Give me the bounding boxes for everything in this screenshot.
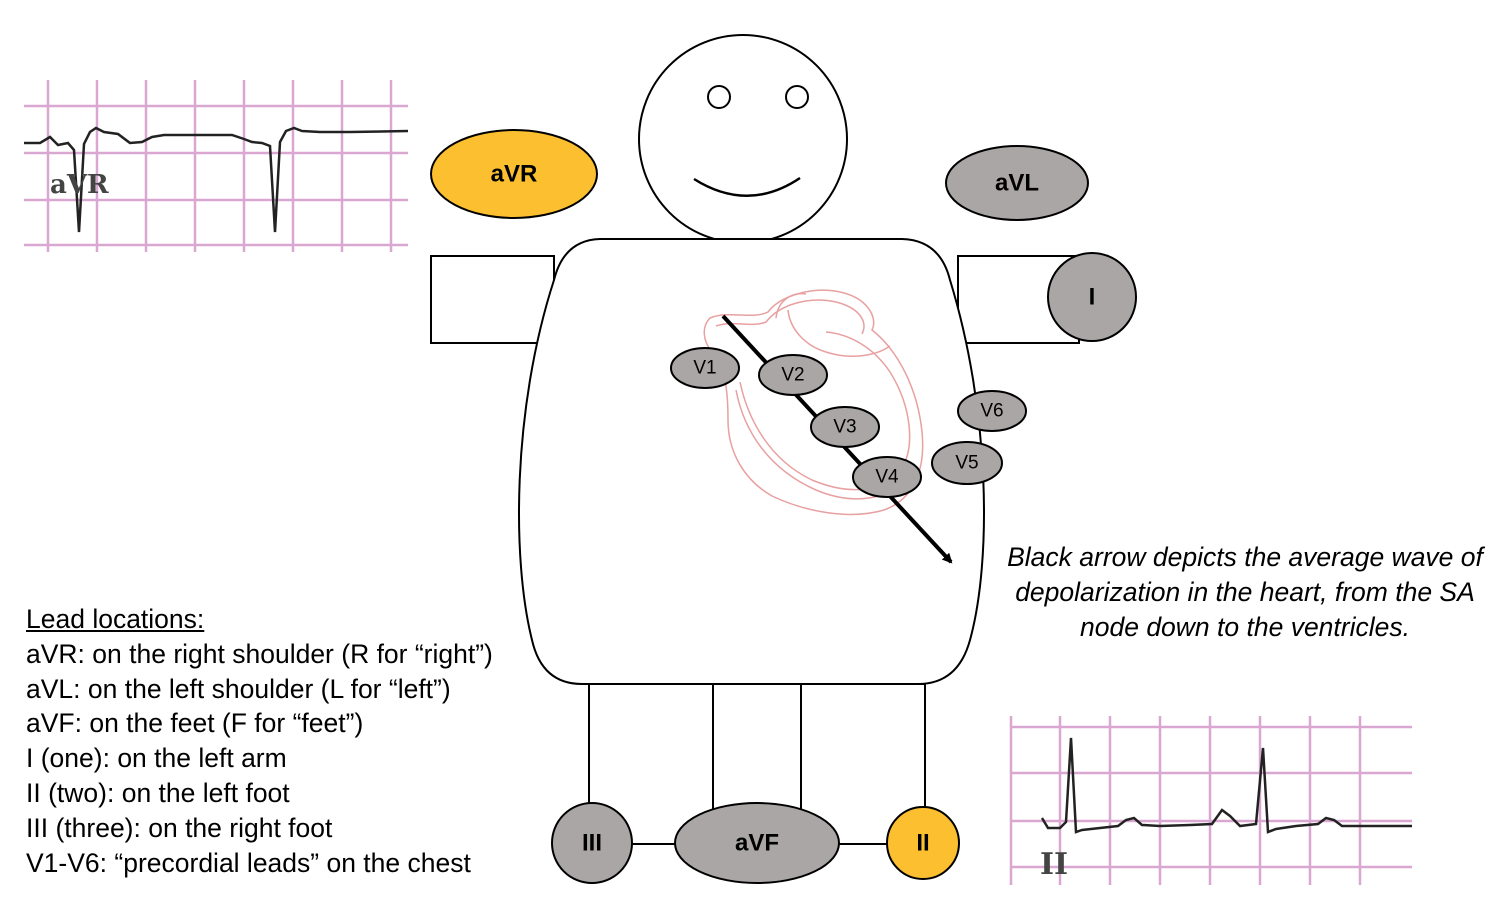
right-eye-icon <box>785 85 809 109</box>
legend-item: aVL: on the left shoulder (L for “left”) <box>26 673 451 704</box>
ecg-strip-ii: II <box>1009 716 1412 885</box>
ecg-trace-avr <box>24 126 409 233</box>
legend-item: III (three): on the right foot <box>26 812 333 843</box>
torso <box>518 238 985 685</box>
lead-i-label: I <box>1089 284 1096 311</box>
ecg-grid-ii <box>1009 716 1412 885</box>
lead-avr: aVR <box>430 129 598 219</box>
lead-v3-label: V3 <box>833 417 856 438</box>
lead-avf: aVF <box>674 802 840 884</box>
legend-item: aVR: on the right shoulder (R for “right… <box>26 638 493 669</box>
ecg-label-avr: aVR <box>50 170 109 200</box>
lead-v6-label: V6 <box>980 401 1003 422</box>
legend-item: II (two): on the left foot <box>26 777 290 808</box>
lead-v1-label: V1 <box>693 358 716 379</box>
lead-avf-label: aVF <box>735 830 779 857</box>
lead-ii: II <box>886 806 960 880</box>
lead-iii: III <box>551 802 633 884</box>
legend-item: I (one): on the left arm <box>26 743 287 774</box>
right-arm <box>430 255 555 344</box>
head <box>638 34 848 244</box>
lead-v6: V6 <box>957 390 1027 432</box>
lead-avl-label: aVL <box>995 170 1039 197</box>
ecg-grid-avr <box>24 80 408 252</box>
lead-i: I <box>1047 252 1137 342</box>
lead-v4: V4 <box>852 456 922 498</box>
lead-v2: V2 <box>758 354 828 396</box>
ecg-trace-ii <box>1040 737 1412 834</box>
ecg-label-ii: II <box>1040 847 1068 882</box>
figure-head <box>638 34 848 244</box>
lead-avr-label: aVR <box>491 161 538 188</box>
lead-v1: V1 <box>670 347 740 389</box>
lead-v2-label: V2 <box>781 365 804 386</box>
smile-icon <box>693 176 801 197</box>
legend-item: V1-V6: “precordial leads” on the chest <box>26 847 471 878</box>
legend-item: aVF: on the feet (F for “feet”) <box>26 708 364 739</box>
legend-title: Lead locations: <box>26 604 205 634</box>
left-eye-icon <box>707 85 731 109</box>
lead-avl: aVL <box>945 145 1089 221</box>
lead-v5: V5 <box>931 441 1003 485</box>
ecg-strip-avr: aVR <box>24 80 409 252</box>
lead-v3: V3 <box>810 406 880 448</box>
lead-locations-legend: Lead locations: aVR: on the right should… <box>26 602 493 880</box>
arrow-caption: Black arrow depicts the average wave of … <box>1007 542 1483 642</box>
lead-v5-label: V5 <box>955 453 978 474</box>
lead-iii-label: III <box>582 830 602 857</box>
lead-v4-label: V4 <box>875 467 899 488</box>
lead-ii-label: II <box>916 830 929 857</box>
